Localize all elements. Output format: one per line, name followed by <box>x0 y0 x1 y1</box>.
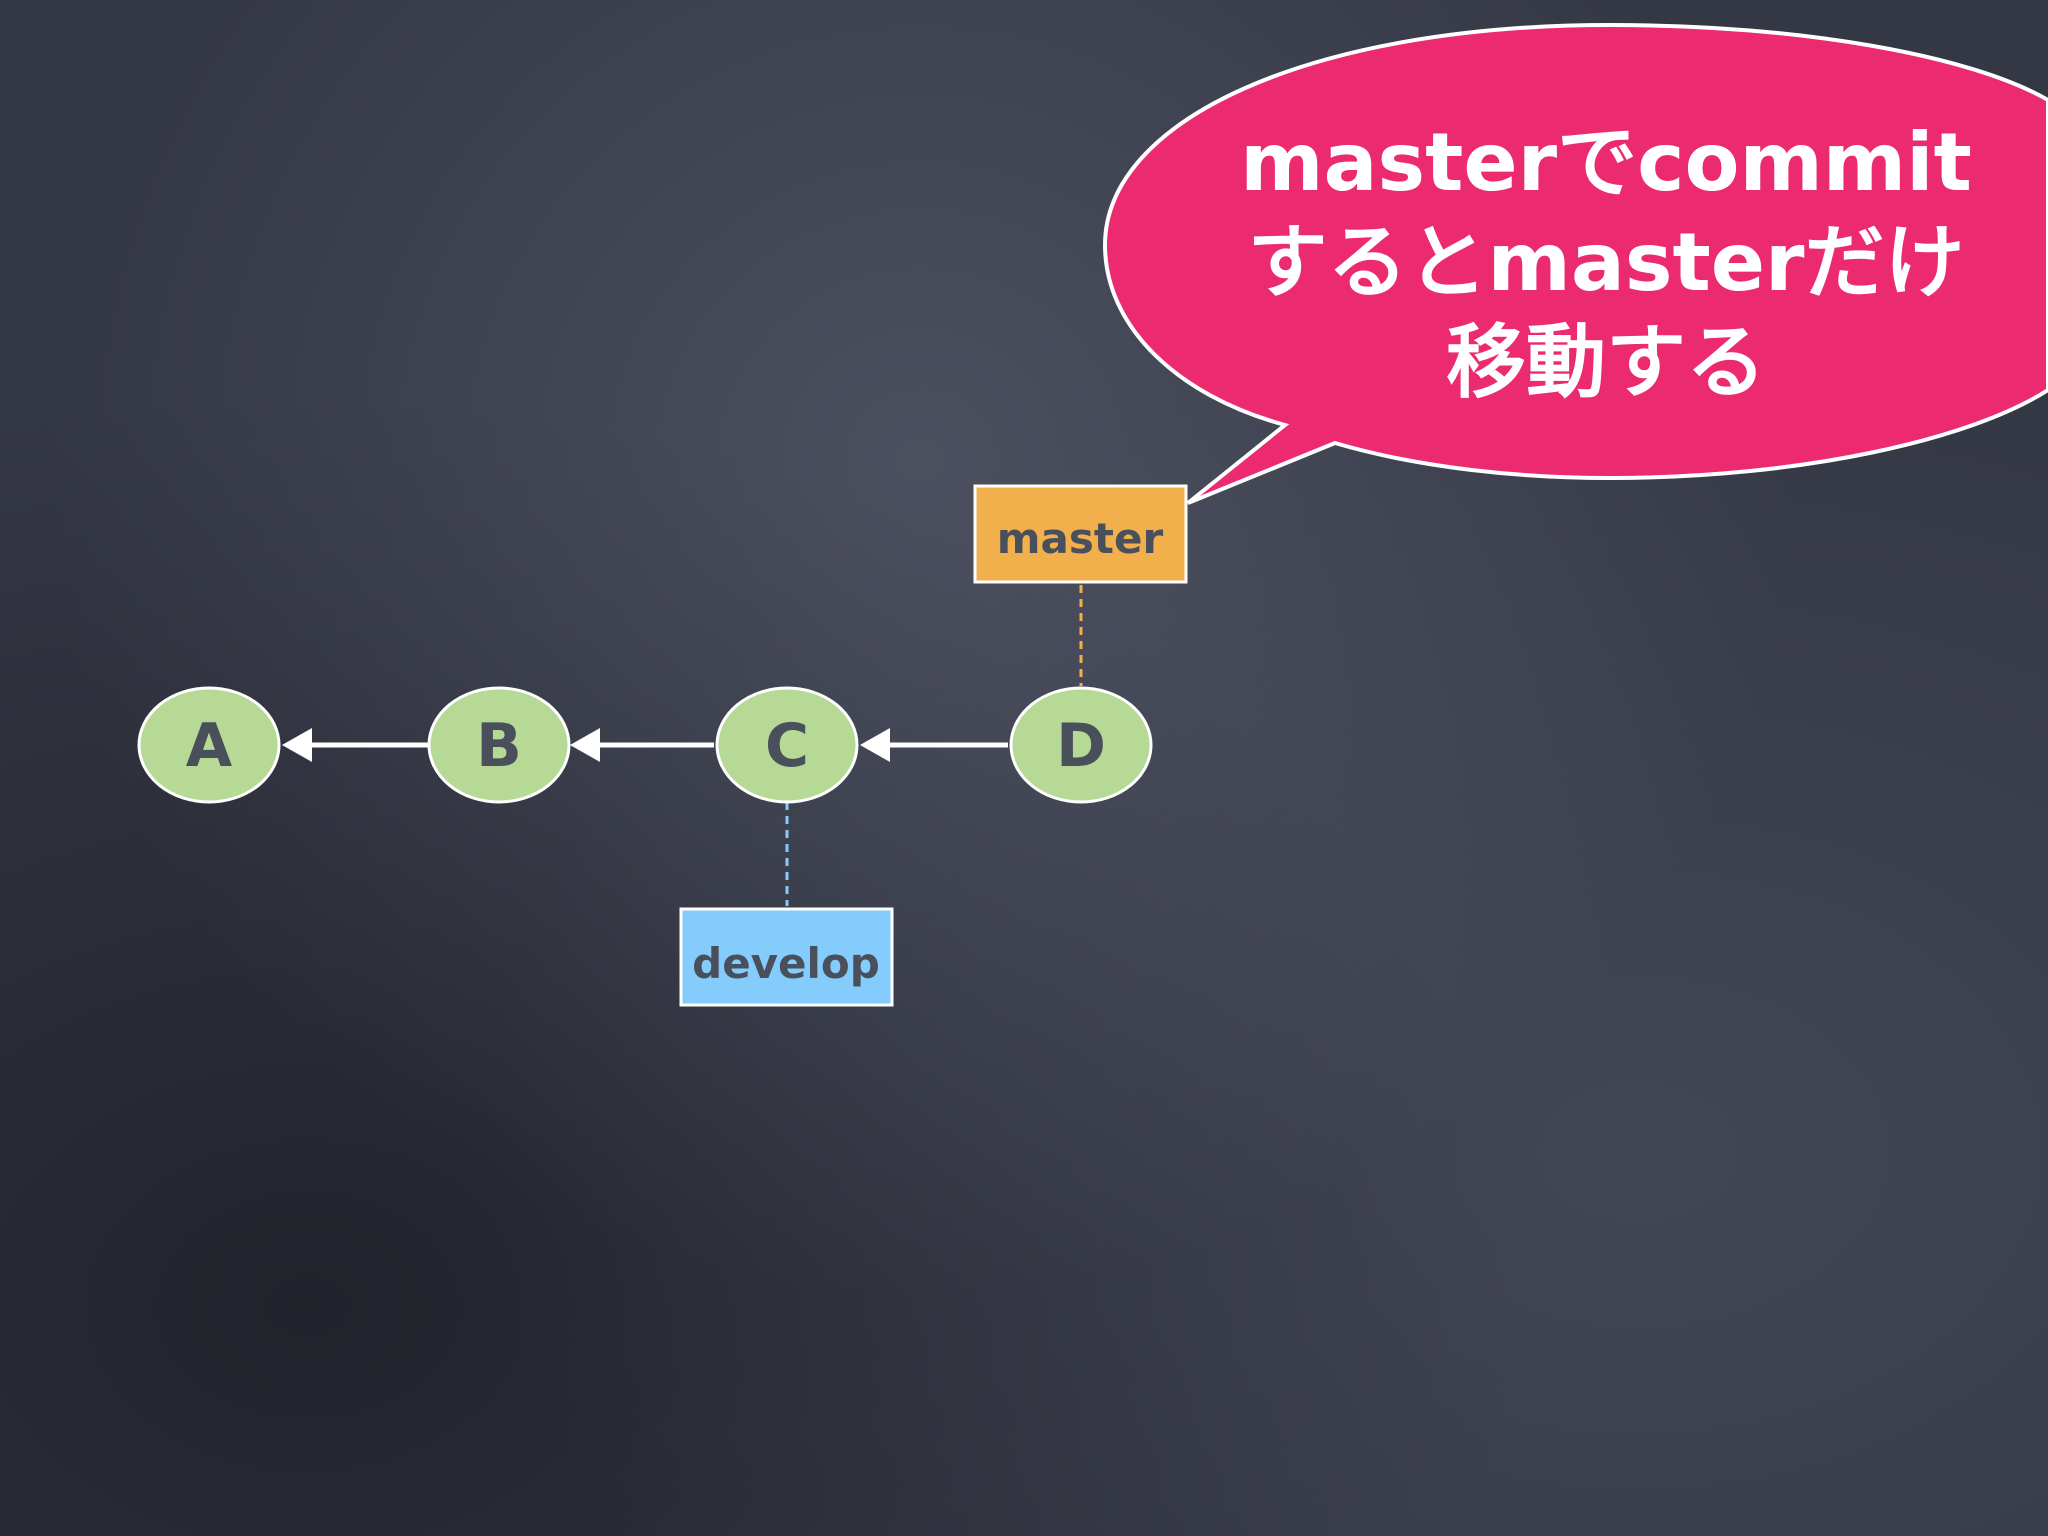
commit-node-c-label: C <box>765 711 809 781</box>
arrowhead-a <box>282 728 312 762</box>
master-branch-tag: master <box>973 484 1188 584</box>
commit-node-b-shape <box>427 686 571 804</box>
speech-bubble: masterでcommit するとmasterだけ 移動する <box>1102 22 2048 505</box>
commit-node-d-shape <box>1009 686 1153 804</box>
commit-node-a-label: A <box>186 711 233 781</box>
commit-node-d: D <box>1009 686 1153 804</box>
commit-node-b: B <box>427 686 571 804</box>
speech-bubble-line-2: するとmasterだけ <box>1248 216 1965 309</box>
develop-branch-box <box>679 907 894 1007</box>
develop-branch-label: develop <box>692 939 880 988</box>
speech-bubble-line-1: masterでcommit <box>1240 116 1972 209</box>
develop-branch-tag: develop <box>679 907 894 1007</box>
master-branch-box <box>973 484 1188 584</box>
master-branch-label: master <box>997 514 1164 563</box>
commit-node-d-label: D <box>1056 711 1106 781</box>
commit-node-a: A <box>137 686 281 804</box>
commit-node-b-label: B <box>476 711 522 781</box>
commit-node-c: C <box>715 686 859 804</box>
arrowhead-c <box>860 728 890 762</box>
commit-edges <box>282 728 1008 762</box>
commit-node-a-shape <box>137 686 281 804</box>
commit-node-c-shape <box>715 686 859 804</box>
speech-bubble-line-3: 移動する <box>1446 316 1766 409</box>
arrowhead-b <box>570 728 600 762</box>
speech-bubble-shape <box>1102 22 2048 505</box>
